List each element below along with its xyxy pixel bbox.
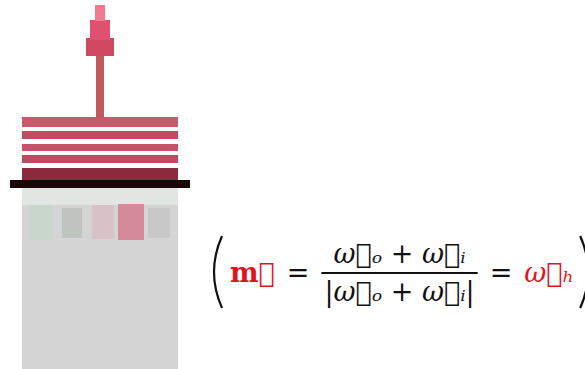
arrow-head bbox=[95, 5, 105, 21]
parenthesis bbox=[580, 236, 585, 308]
vector-symbol: ω⃗ₕ bbox=[524, 258, 574, 288]
fraction-numerator: ω⃗ₒ + ω⃗ᵢ bbox=[334, 239, 466, 269]
stripe bbox=[22, 155, 178, 163]
parenthesis bbox=[214, 236, 222, 308]
smudge bbox=[148, 208, 170, 238]
stripe bbox=[22, 168, 178, 180]
surface-line bbox=[10, 180, 190, 188]
arrow-head bbox=[86, 38, 114, 56]
block-top bbox=[22, 187, 178, 205]
fraction-denominator: |ω⃗ₒ + ω⃗ᵢ| bbox=[324, 277, 474, 307]
stripe bbox=[22, 117, 178, 127]
stripe bbox=[22, 144, 178, 151]
smudge bbox=[62, 208, 82, 238]
grey-block bbox=[22, 187, 178, 369]
smudge bbox=[92, 205, 114, 239]
smudge bbox=[118, 204, 144, 240]
stripe bbox=[22, 131, 178, 139]
arrow-stem bbox=[96, 55, 104, 117]
equals-sign: = bbox=[490, 258, 513, 288]
fraction-bar bbox=[321, 272, 477, 274]
equals-sign: = bbox=[287, 258, 310, 288]
smudge bbox=[30, 205, 54, 240]
arrow-head bbox=[90, 20, 110, 40]
vector-symbol: m⃗ bbox=[230, 258, 275, 288]
